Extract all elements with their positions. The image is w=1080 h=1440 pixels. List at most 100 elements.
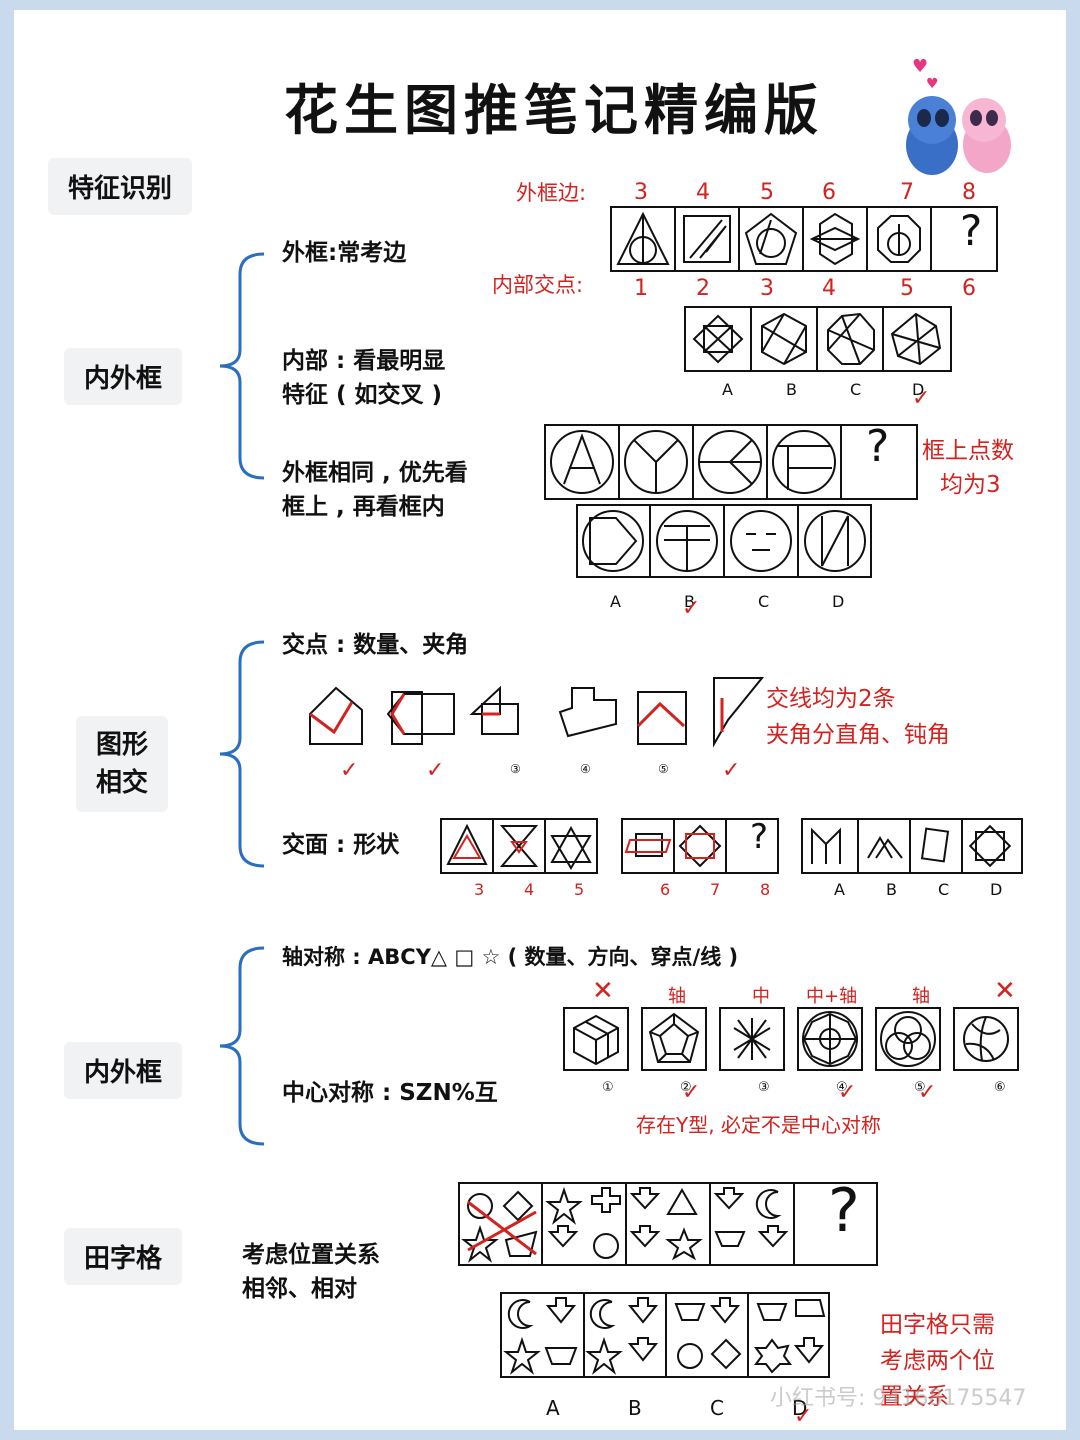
check-mark-shape-2: ✓ [426, 758, 445, 783]
option-label-d-4: D [792, 1396, 808, 1420]
check-mark-sym-5: ✓ [918, 1080, 937, 1105]
option-label-c-2: C [758, 592, 770, 611]
note-grid-red-2: 考虑两个位 [880, 1348, 995, 1374]
question-mark-3: ? [750, 817, 769, 857]
check-mark-sym-2: ✓ [682, 1080, 701, 1105]
cross-mark-1: ✕ [592, 976, 614, 1006]
puzzle-outer-frame-options [684, 306, 952, 372]
cross-mark-6: ✕ [994, 976, 1016, 1006]
note-cross-lines-1: 交线均为2条 [766, 686, 896, 712]
stitch-sticker-icon: ♥♥ [906, 56, 1011, 175]
option-label-a-2: A [610, 592, 621, 611]
option-label-d-1: D [912, 380, 925, 399]
option-label-c-1: C [850, 380, 862, 399]
outer-num-1: 3 [634, 180, 648, 205]
inner-num-3: 3 [760, 276, 774, 301]
outer-num-3: 5 [760, 180, 774, 205]
shape-label-5: ⑤ [658, 762, 669, 776]
note-same-frame-2: 框上 , 再看框内 [282, 494, 445, 520]
page-title: 花生图推笔记精编版 [284, 79, 824, 142]
note-cross-lines-2: 夹角分直角、钝角 [766, 722, 950, 748]
sym-label-axis-2: 轴 [668, 986, 686, 1007]
note-points: 交点 : 数量、夹角 [282, 632, 469, 658]
option-label-a-1: A [722, 380, 733, 399]
section-tag-intersect: 图形 相交 [76, 716, 169, 812]
question-mark-1: ? [960, 206, 983, 255]
brace-1 [219, 252, 265, 480]
note-axis: 轴对称 : ABCY△ □ ☆ ( 数量、方向、穿点/线 ) [282, 945, 739, 969]
sym-figure-5: ⑤ [914, 1080, 926, 1095]
outer-num-2: 4 [696, 180, 710, 205]
puzzle-grid-options [500, 1292, 830, 1378]
sym-label-axis-5: 轴 [912, 986, 930, 1007]
shape-label-4: ④ [580, 762, 591, 776]
face-num-5: 5 [574, 880, 585, 899]
puzzle-symmetry-figures [563, 1007, 1019, 1071]
section-tag-grid: 田字格 [64, 1228, 183, 1285]
option-label-a-4: A [546, 1396, 560, 1420]
check-mark-shape-1: ✓ [340, 758, 359, 783]
option-label-d-3: D [990, 880, 1003, 899]
option-label-b-1: B [786, 380, 797, 399]
note-faces: 交面 : 形状 [282, 832, 400, 858]
option-label-b-4: B [628, 1396, 642, 1420]
inner-num-5: 5 [900, 276, 914, 301]
check-mark-d-4: ✓ [794, 1404, 813, 1429]
option-label-c-4: C [710, 1396, 724, 1420]
label-inner-points: 内部交点: [492, 273, 584, 297]
check-mark-sym-4: ✓ [838, 1080, 857, 1105]
puzzle-intersect-shapes [309, 677, 764, 748]
puzzle-outer-frame-sequence [610, 206, 998, 272]
note-inside-1: 内部 : 看最明显 [282, 348, 446, 374]
brace-3 [219, 946, 265, 1146]
brace-2 [219, 640, 265, 868]
sym-figure-6: ⑥ [994, 1080, 1006, 1095]
inner-num-4: 4 [822, 276, 836, 301]
note-frame-points-1: 框上点数 [922, 438, 1014, 464]
face-num-3: 3 [474, 880, 485, 899]
face-num-4: 4 [524, 880, 535, 899]
sym-label-both-4: 中+轴 [806, 986, 858, 1007]
note-center: 中心对称 : SZN%互 [282, 1080, 498, 1106]
check-mark-shape-6: ✓ [722, 758, 741, 783]
outer-num-6: 8 [962, 180, 976, 205]
sym-figure-4: ④ [836, 1080, 848, 1095]
question-mark-4: ? [828, 1176, 860, 1246]
section-tag-symmetry: 内外框 [64, 1042, 183, 1099]
note-sheet: 花生图推笔记精编版 ♥♥ 特征识别 内外框 图形 相交 内外框 田字格 外框:常… [14, 10, 1066, 1430]
sym-label-center-3: 中 [752, 986, 770, 1007]
inner-num-6: 6 [962, 276, 976, 301]
check-mark-b-2: ✓ [682, 596, 701, 621]
note-y-type: 存在Y型, 必定不是中心对称 [636, 1113, 881, 1137]
inner-num-1: 1 [634, 276, 648, 301]
note-inside-2: 特征 ( 如交叉 ) [282, 382, 443, 408]
face-num-6: 6 [660, 880, 671, 899]
sym-figure-1: ① [602, 1080, 614, 1095]
option-label-b-2: B [684, 592, 695, 611]
option-label-a-3: A [834, 880, 845, 899]
option-label-d-2: D [832, 592, 845, 611]
svg-text:♥: ♥ [912, 56, 928, 77]
section-tag-feature: 特征识别 [48, 158, 193, 215]
puzzle-circle-sequence [544, 424, 918, 500]
check-mark-d-1: ✓ [912, 386, 931, 411]
section-tag-inner-outer: 内外框 [64, 348, 183, 405]
inner-num-2: 2 [696, 276, 710, 301]
shape-label-3: ③ [510, 762, 521, 776]
puzzle-intersect-faces [440, 818, 1023, 874]
face-num-7: 7 [710, 880, 721, 899]
label-outer-edges: 外框边: [516, 181, 587, 205]
sym-figure-3: ③ [758, 1080, 770, 1095]
note-grid-1: 考虑位置关系 [242, 1242, 380, 1268]
note-grid-red-3: 置关系 [880, 1384, 949, 1410]
face-num-8: 8 [760, 880, 771, 899]
outer-num-4: 6 [822, 180, 836, 205]
option-label-b-3: B [886, 880, 897, 899]
note-frame-points-2: 均为3 [940, 472, 1001, 498]
puzzle-grid-sequence [458, 1182, 878, 1266]
sym-figure-2: ② [680, 1080, 692, 1095]
note-outer-frame: 外框:常考边 [282, 240, 407, 266]
question-mark-2: ? [866, 421, 890, 472]
note-same-frame-1: 外框相同 , 优先看 [282, 460, 468, 486]
watermark: 小红书号: 94168175547 [770, 1386, 1027, 1411]
